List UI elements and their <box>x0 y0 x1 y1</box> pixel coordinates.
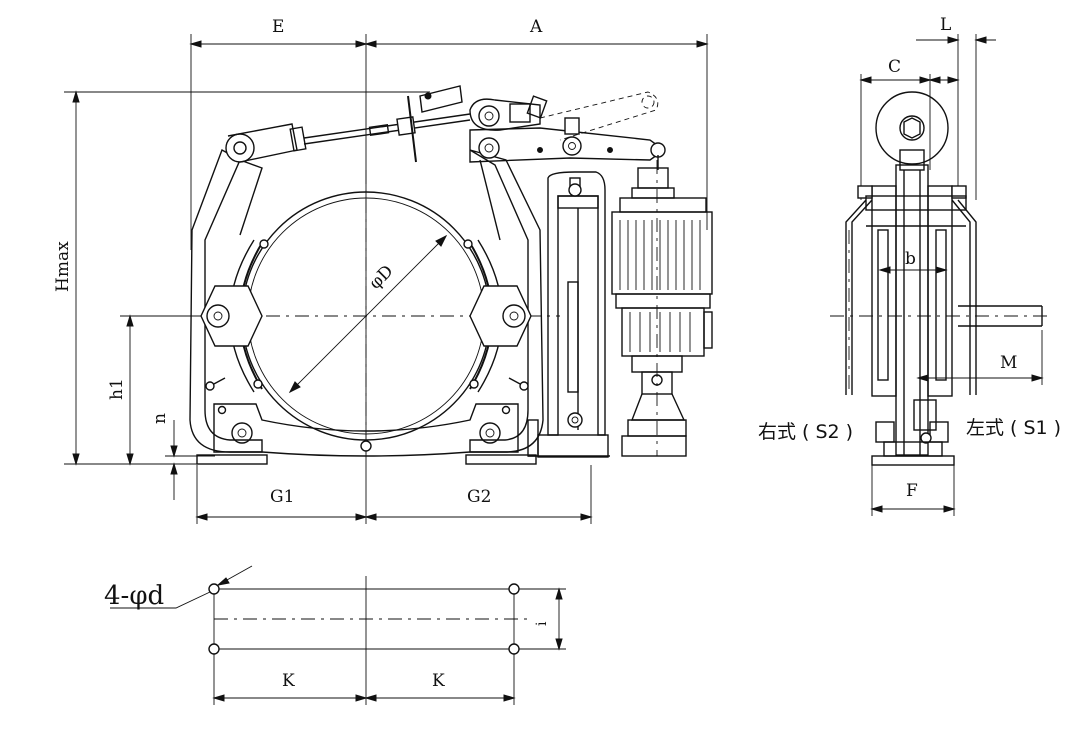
mounting-hole-plan <box>110 565 566 705</box>
left-type-label: 左式 ( S1 ) <box>966 417 1061 439</box>
thruster <box>527 155 713 458</box>
dim-holes-label: 4-φd <box>104 581 164 611</box>
bottom-dimension-lines <box>195 460 593 524</box>
dim-G2-label: G2 <box>467 487 491 507</box>
dim-L-label: L <box>940 15 951 35</box>
dim-i-label: i <box>534 621 550 626</box>
dim-Hmax-label: Hmax <box>53 241 73 292</box>
dim-M-label: M <box>1000 353 1017 373</box>
dim-E-label: E <box>272 17 284 37</box>
dim-K-right-label: K <box>432 671 445 691</box>
dim-F-label: F <box>906 481 918 501</box>
dim-G1-label: G1 <box>270 487 294 507</box>
dim-n-label: n <box>150 413 170 424</box>
dim-b-label: b <box>905 249 916 269</box>
dim-A-label: A <box>529 17 543 37</box>
right-type-label: 右式 ( S2 ) <box>758 421 853 443</box>
dim-h1-label: h1 <box>107 378 127 400</box>
dim-K-left-label: K <box>282 671 295 691</box>
top-dimension-lines <box>189 34 709 460</box>
dim-C-label: C <box>888 57 901 77</box>
front-view <box>150 85 666 465</box>
side-view <box>830 34 1050 516</box>
